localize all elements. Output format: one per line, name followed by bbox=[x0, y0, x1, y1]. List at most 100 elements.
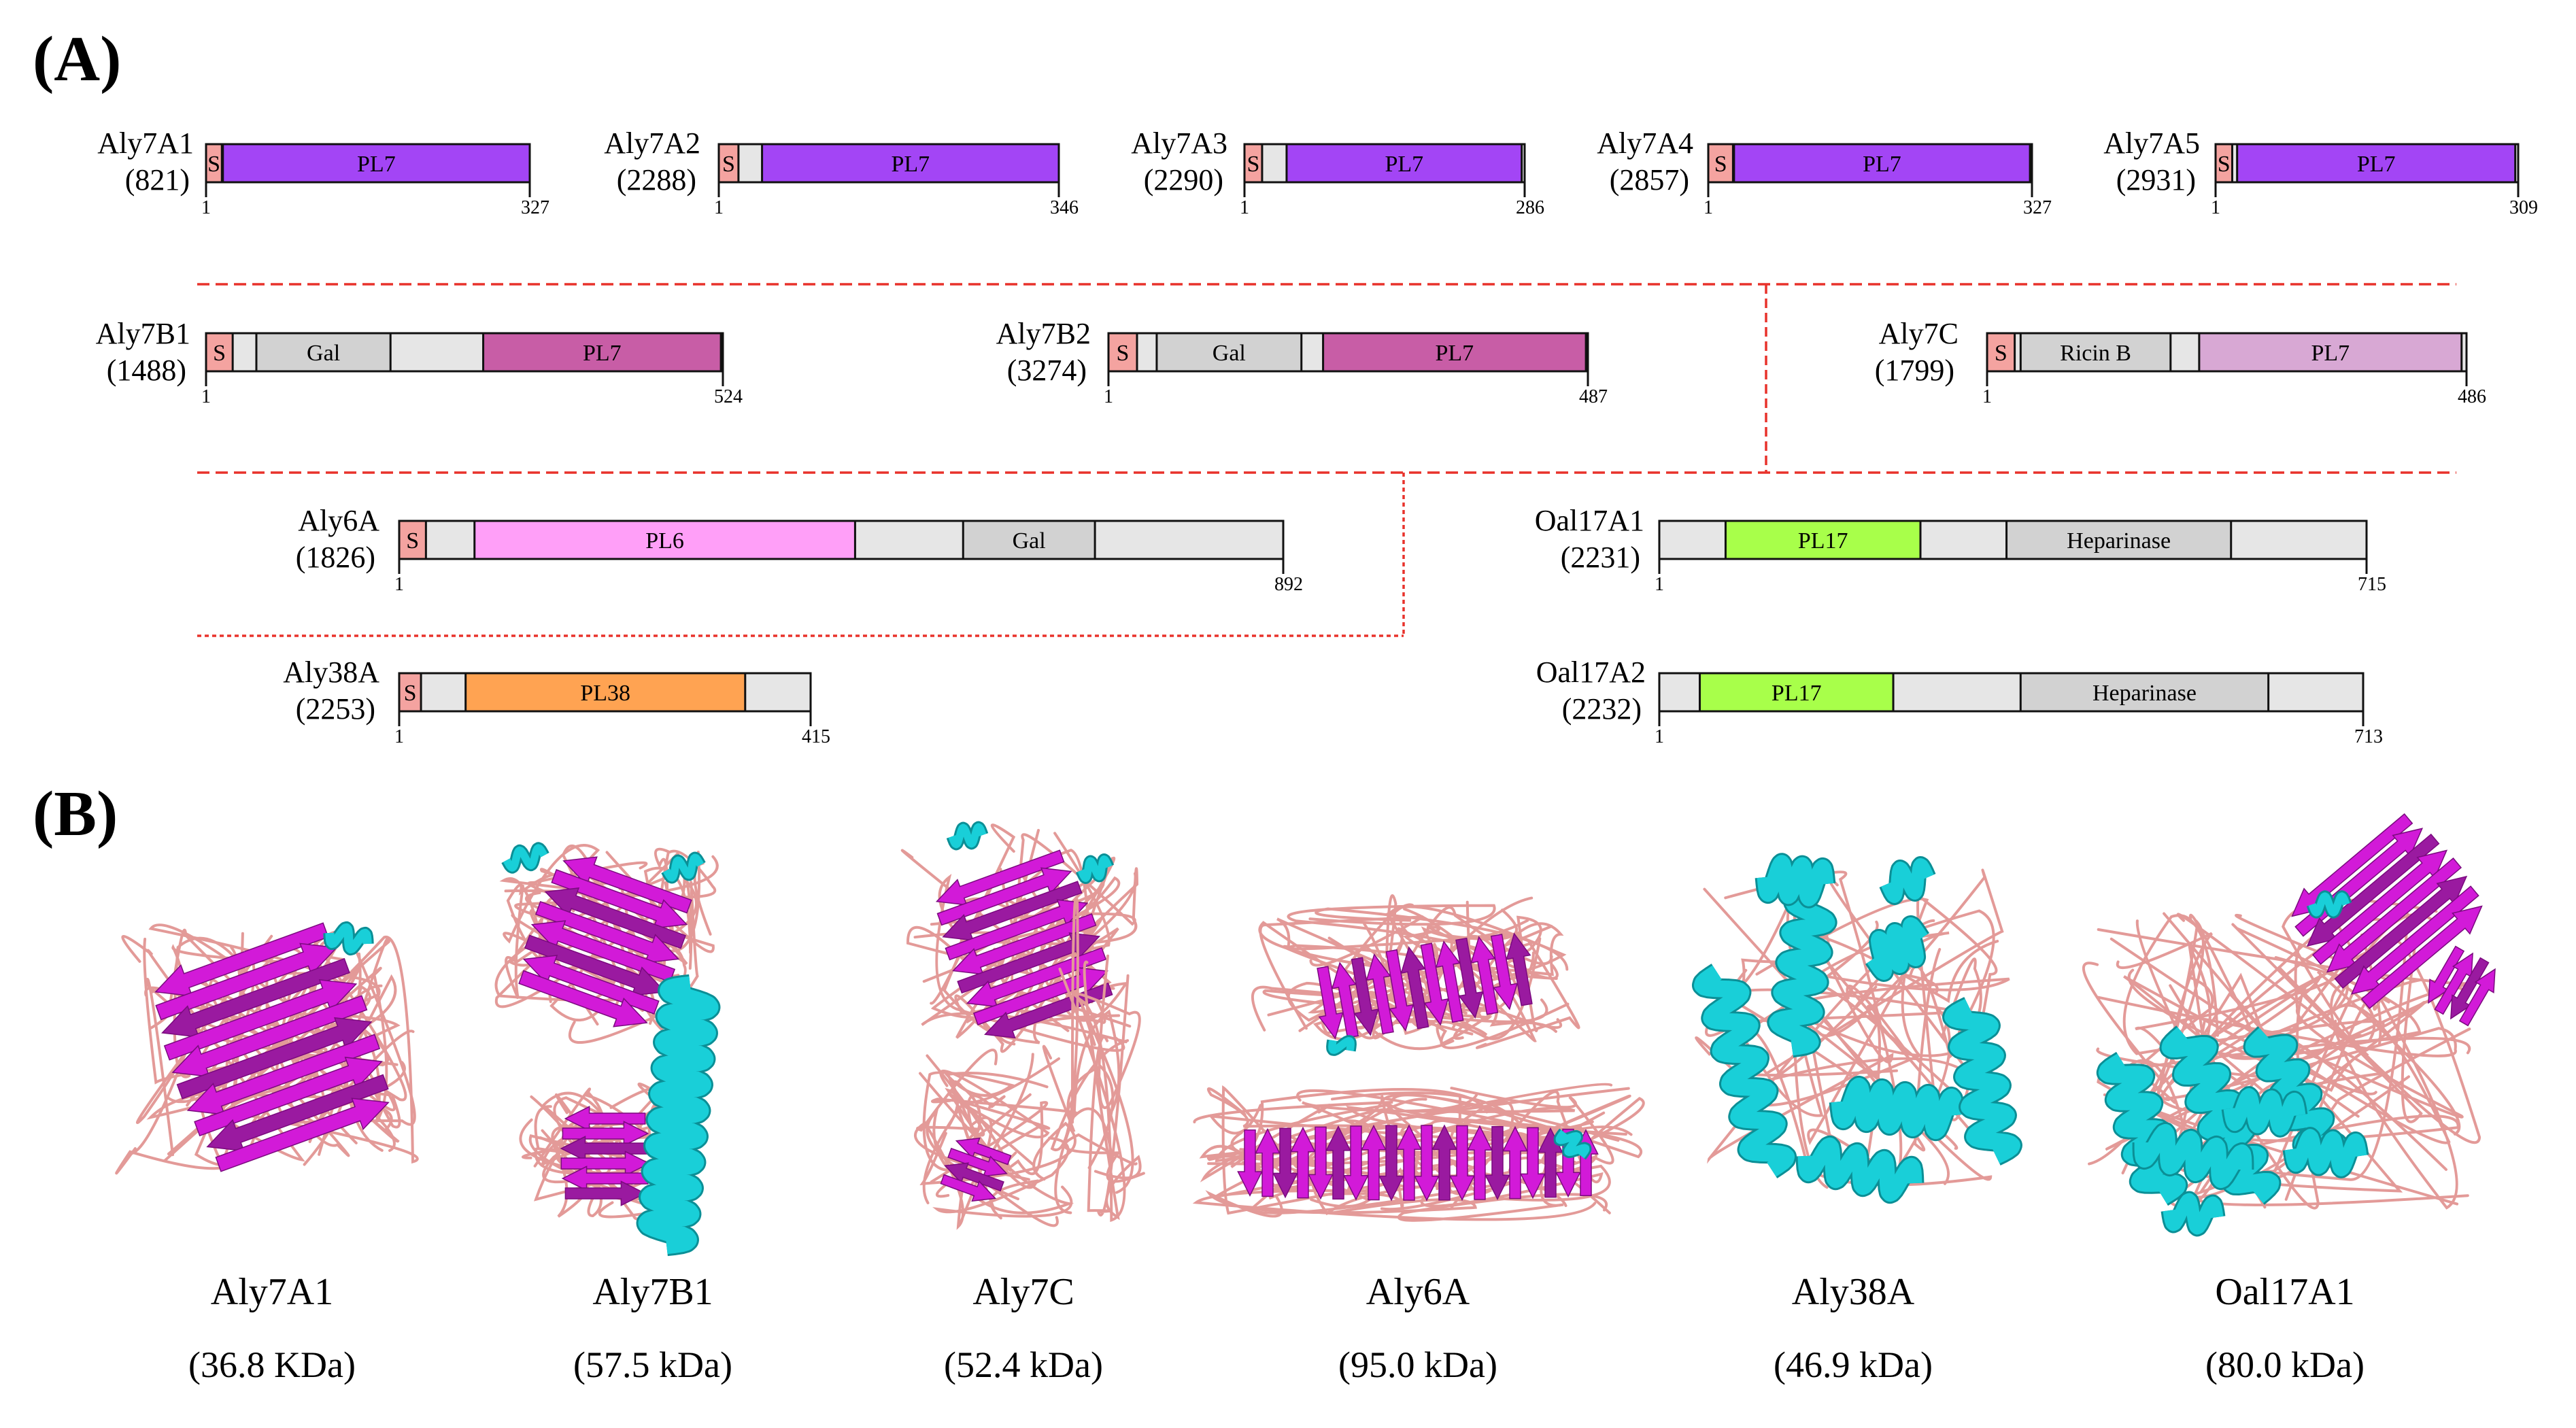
alpha-helix bbox=[1693, 965, 1795, 1177]
domain-label: S bbox=[1714, 152, 1727, 177]
domain-label: Heparinase bbox=[2092, 681, 2197, 706]
beta-strand bbox=[947, 1147, 1008, 1177]
beta-strand bbox=[935, 849, 1065, 906]
beta-strand bbox=[1449, 1125, 1475, 1202]
length-label: 415 bbox=[802, 726, 830, 747]
structure-mass: (57.5 kDa) bbox=[573, 1344, 732, 1385]
beta-strand bbox=[955, 1137, 1012, 1166]
protein-id: (1488) bbox=[107, 354, 186, 387]
structure-aly7b1: Aly7B1(57.5 kDa) bbox=[494, 842, 732, 1385]
alpha-helix bbox=[638, 976, 719, 1255]
protein-name: Aly6A bbox=[298, 504, 379, 537]
alpha-helix bbox=[2223, 1088, 2306, 1136]
domain-box bbox=[1733, 143, 2031, 184]
domain-pl7: PL7 bbox=[2236, 143, 2517, 184]
alpha-helix bbox=[2134, 1123, 2252, 1189]
beta-strand bbox=[1431, 1124, 1457, 1201]
domain-box bbox=[222, 143, 531, 184]
loop-coil bbox=[2097, 996, 2457, 1100]
alpha-helix bbox=[1328, 1037, 1355, 1054]
beta-strand bbox=[2350, 885, 2479, 995]
beta-strand bbox=[1470, 936, 1499, 1015]
start-position-label: 1 bbox=[1104, 386, 1113, 407]
domain-box bbox=[1155, 332, 1303, 373]
domain-label: Ricin B bbox=[2060, 341, 2131, 366]
beta-strand bbox=[1385, 949, 1414, 1032]
beta-strand bbox=[206, 1074, 389, 1152]
beta-strand bbox=[1467, 1125, 1493, 1200]
structure-aly6a: Aly6A(95.0 kDa) bbox=[1192, 894, 1645, 1385]
domain-box bbox=[255, 332, 392, 373]
loop-coil bbox=[1380, 1087, 1614, 1211]
domain-s: S bbox=[205, 143, 223, 184]
protein-name: Aly7A2 bbox=[604, 126, 700, 160]
loop-coil bbox=[954, 917, 1103, 1053]
ribbon-model bbox=[1691, 853, 2022, 1204]
beta-strand bbox=[1538, 1127, 1563, 1198]
domain-s: S bbox=[1243, 143, 1264, 184]
beta-strand bbox=[561, 1166, 649, 1191]
structure-aly7c: Aly7C(52.4 kDa) bbox=[900, 821, 1145, 1385]
length-label: 713 bbox=[2354, 726, 2383, 747]
start-position-label: 1 bbox=[1982, 386, 1992, 407]
alpha-helix bbox=[1555, 1129, 1590, 1159]
beta-strand bbox=[1396, 1124, 1422, 1201]
beta-strand bbox=[562, 1121, 649, 1146]
alpha-helix bbox=[1757, 855, 1834, 906]
loop-coil bbox=[926, 1054, 1074, 1214]
beta-strand bbox=[1272, 1127, 1298, 1199]
domain-box bbox=[2019, 672, 2270, 713]
domain-label: S bbox=[207, 152, 220, 177]
length-label: 892 bbox=[1274, 574, 1303, 595]
domain-label: PL7 bbox=[2357, 152, 2396, 177]
protein-name: Aly7A4 bbox=[1597, 126, 1693, 160]
ribbon-model bbox=[1192, 894, 1645, 1222]
loop-coil bbox=[1748, 898, 1929, 1107]
loop-coil bbox=[919, 1072, 1013, 1204]
domain-s: S bbox=[1107, 332, 1138, 373]
beta-strand bbox=[1308, 1126, 1334, 1200]
domain-box bbox=[1707, 143, 1734, 184]
start-position-label: 1 bbox=[1240, 197, 1249, 218]
domain-label: S bbox=[722, 152, 735, 177]
domain-s: S bbox=[398, 520, 427, 560]
length-label: 486 bbox=[2458, 386, 2486, 407]
beta-strand bbox=[215, 1098, 390, 1172]
domain-heparinase: Heparinase bbox=[2019, 672, 2270, 713]
alpha-helix bbox=[1797, 1137, 1922, 1202]
domain-label: PL7 bbox=[357, 152, 396, 177]
domain-pl17: PL17 bbox=[1699, 672, 1895, 713]
loop-coil bbox=[1215, 1120, 1594, 1199]
alpha-helix bbox=[1881, 858, 1934, 903]
loop-coil bbox=[1083, 960, 1142, 1221]
beta-strand bbox=[1420, 942, 1449, 1026]
alpha-helix bbox=[1769, 889, 1835, 1056]
loop-coil bbox=[1371, 906, 1553, 1051]
beta-strand bbox=[2458, 968, 2496, 1027]
start-position-label: 1 bbox=[1704, 197, 1713, 218]
beta-strand bbox=[2334, 875, 2468, 989]
ribbon-model bbox=[2082, 813, 2496, 1237]
domain-box bbox=[717, 143, 740, 184]
alpha-helix bbox=[948, 823, 987, 849]
domain-label: S bbox=[1995, 341, 2007, 366]
protein-id: (2931) bbox=[2116, 163, 2196, 197]
beta-strand bbox=[564, 1180, 647, 1206]
length-label: 487 bbox=[1579, 386, 1608, 407]
domain-box bbox=[2214, 143, 2233, 184]
domain-label: Gal bbox=[1013, 528, 1046, 554]
alpha-helix bbox=[1831, 1077, 1964, 1140]
start-position-label: 1 bbox=[394, 574, 404, 595]
domain-box bbox=[2236, 143, 2517, 184]
protein-name: Aly7B1 bbox=[96, 317, 190, 350]
